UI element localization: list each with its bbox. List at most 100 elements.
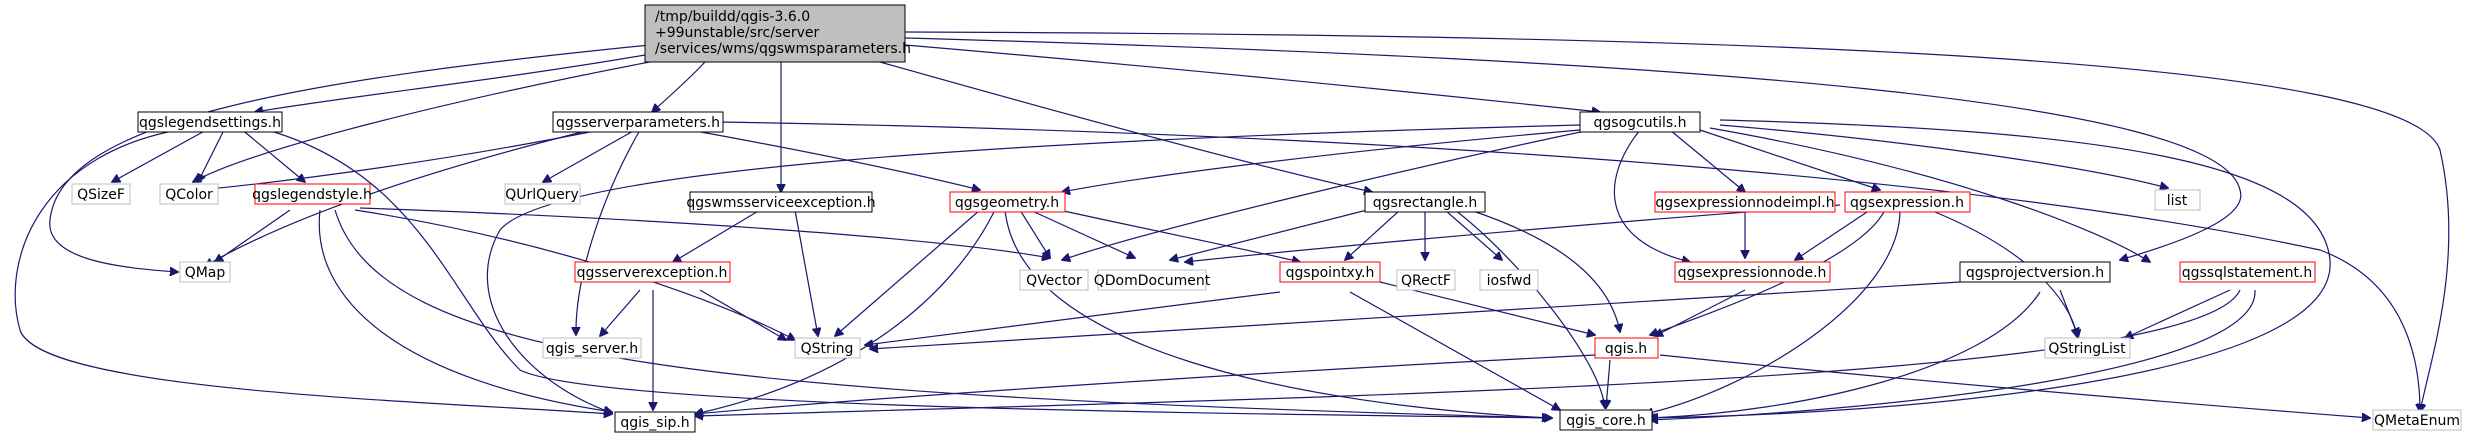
dependency-edges xyxy=(14,31,2450,420)
node-qcolor[interactable]: QColor xyxy=(159,183,219,205)
svg-text:QColor: QColor xyxy=(165,187,213,203)
node-qgssqlstatement[interactable]: qgssqlstatement.h xyxy=(2179,261,2316,283)
node-qgsogcutils[interactable]: qgsogcutils.h xyxy=(1579,111,1701,133)
svg-text:qgsogcutils.h: qgsogcutils.h xyxy=(1594,115,1687,131)
node-qvector[interactable]: QVector xyxy=(1019,269,1089,291)
edge-root-qmetaenum xyxy=(904,31,2450,412)
node-qgis-sip[interactable]: qgis_sip.h xyxy=(614,411,696,433)
svg-text:qgis_core.h: qgis_core.h xyxy=(1566,413,1646,429)
edge-root-qgsrectangle xyxy=(879,61,1372,192)
edge-root-qmap xyxy=(49,44,651,272)
node-list[interactable]: list xyxy=(2154,189,2201,211)
edge-legendsettings-qsizef xyxy=(112,127,211,182)
svg-text:qgsgeometry.h: qgsgeometry.h xyxy=(955,195,1059,211)
svg-text:QVector: QVector xyxy=(1026,273,1082,289)
node-qdomdocument[interactable]: QDomDocument xyxy=(1094,269,1211,291)
node-qstring[interactable]: QString xyxy=(794,337,861,359)
node-qsizef[interactable]: QSizeF xyxy=(71,183,131,205)
edge-geometry-qgspointxy xyxy=(1049,207,1300,262)
edge-projectversion-qgis_core xyxy=(1650,291,2041,418)
svg-text:QRectF: QRectF xyxy=(1401,273,1451,289)
svg-text:QMap: QMap xyxy=(185,265,226,281)
node-qgis-core[interactable]: qgis_core.h xyxy=(1559,409,1653,431)
edge-rectangle-qgspointxy xyxy=(1345,209,1401,260)
node-qgswmsserviceexception[interactable]: qgswmsserviceexception.h xyxy=(686,191,876,213)
svg-text:qgis_sip.h: qgis_sip.h xyxy=(620,415,689,431)
edge-geometry-qstring xyxy=(835,209,981,336)
edge-geometry-qvector xyxy=(1019,209,1050,258)
edge-ogcutils-qvector xyxy=(1062,129,1591,260)
edge-rectangle-qgis_core xyxy=(1454,209,1605,408)
edge-root-qgslegendsettings xyxy=(255,54,646,112)
root-node-line1: /tmp/buildd/qgis-3.6.0 xyxy=(655,9,810,25)
node-qgsserverexception[interactable]: qgsserverexception.h xyxy=(574,261,731,283)
edge-rectangle-qdomdocument xyxy=(1170,207,1376,260)
edge-serverparameters-qgsgeometry xyxy=(689,129,980,190)
node-iosfwd[interactable]: iosfwd xyxy=(1479,269,1539,291)
edge-legendstyle-qgis_core xyxy=(334,209,1552,418)
edge-projectversion-qstring xyxy=(870,281,1961,349)
edge-legendstyle-qmap xyxy=(215,209,291,262)
edge-ogcutils-qgsgeometry xyxy=(1062,129,1581,192)
node-qgsexpressionnode[interactable]: qgsexpressionnode.h xyxy=(1674,261,1831,283)
node-qgis[interactable]: qgis.h xyxy=(1594,337,1659,359)
edge-legendstyle-qdomdocument xyxy=(359,207,1050,258)
edge-legendstyle-qgis_sip xyxy=(318,209,612,412)
edge-pointxy-qgis_core xyxy=(1349,291,1560,410)
node-qgsgeometry[interactable]: qgsgeometry.h xyxy=(949,191,1066,213)
edge-qgis-qgis_core xyxy=(1606,359,1610,408)
edge-sqlstatement-qgis_sip xyxy=(695,289,2241,416)
edge-qgis-qgis_sip xyxy=(695,354,1596,414)
node-qgspointxy[interactable]: qgspointxy.h xyxy=(1279,261,1381,283)
edge-ogcutils-qgsexpressionnodeimpl xyxy=(1669,129,1745,192)
node-qgsrectangle[interactable]: qgsrectangle.h xyxy=(1364,191,1486,213)
edge-root-qcolor xyxy=(193,59,661,182)
node-qgslegendstyle[interactable]: qgslegendstyle.h xyxy=(252,183,372,205)
node-qmetaenum[interactable]: QMetaEnum xyxy=(2372,409,2462,431)
node-qgsexpressionnodeimpl[interactable]: qgsexpressionnodeimpl.h xyxy=(1654,191,1836,213)
edge-legendsettings-qgis_core xyxy=(259,127,1552,418)
node-qgsexpression[interactable]: qgsexpression.h xyxy=(1844,191,1971,213)
node-qgis-server[interactable]: qgis_server.h xyxy=(542,337,642,359)
edge-serverparameters-qcolor xyxy=(200,129,601,190)
edge-pointxy-qstring xyxy=(865,291,1281,345)
svg-text:iosfwd: iosfwd xyxy=(1487,273,1532,289)
svg-text:qgspointxy.h: qgspointxy.h xyxy=(1286,265,1375,281)
edge-ogcutils-qgis_core xyxy=(1648,119,2331,418)
svg-text:qgsexpressionnodeimpl.h: qgsexpressionnodeimpl.h xyxy=(1655,195,1834,211)
edge-sqlstatement-qstringlist xyxy=(2125,289,2231,338)
edge-pointxy-qgis xyxy=(1379,281,1595,335)
edge-wmsserviceexception-qgsserverexception xyxy=(673,209,761,262)
edge-ogcutils-qgis_sip xyxy=(486,124,1581,413)
edge-ogcutils-list xyxy=(1719,124,2168,188)
root-node: /tmp/buildd/qgis-3.6.0 +99unstable/src/s… xyxy=(644,4,911,63)
edge-ogcutils-qgsexpressionnode xyxy=(1613,129,1690,262)
edge-expression-qgsexpressionnode xyxy=(1795,209,1871,260)
node-qurlquery[interactable]: QUrlQuery xyxy=(504,183,581,205)
edge-geometry-qgis_core xyxy=(1004,209,1550,418)
edge-geometry-qdomdocument xyxy=(1029,209,1135,258)
edge-serverexception-qgis_server xyxy=(600,289,641,336)
svg-text:qgsserverexception.h: qgsserverexception.h xyxy=(577,265,728,281)
node-qgsprojectversion[interactable]: qgsprojectversion.h xyxy=(1959,261,2111,283)
edge-projectversion-qstringlist xyxy=(2059,289,2078,336)
svg-text:qgsexpressionnode.h: qgsexpressionnode.h xyxy=(1678,265,1827,281)
svg-text:QStringList: QStringList xyxy=(2048,341,2126,357)
dependency-nodes: /tmp/buildd/qgis-3.6.0 +99unstable/src/s… xyxy=(71,4,2462,433)
node-qgsserverparameters[interactable]: qgsserverparameters.h xyxy=(552,111,724,133)
svg-text:qgssqlstatement.h: qgssqlstatement.h xyxy=(2182,265,2313,281)
edge-serverexception-qstring xyxy=(699,289,786,340)
edge-legendsettings-qgis_sip xyxy=(14,127,612,414)
node-qstringlist[interactable]: QStringList xyxy=(2044,337,2131,359)
edge-legendsettings-qcolor xyxy=(198,127,226,182)
node-qrectf[interactable]: QRectF xyxy=(1396,269,1456,291)
edge-sqlstatement-qgis_core xyxy=(1650,289,2256,420)
svg-text:QMetaEnum: QMetaEnum xyxy=(2374,413,2460,429)
edge-serverparameters-qurlquery xyxy=(543,129,636,182)
node-qgslegendsettings[interactable]: qgslegendsettings.h xyxy=(137,111,283,133)
edge-expression-qdomdocument xyxy=(1185,204,1841,262)
svg-text:qgsserverparameters.h: qgsserverparameters.h xyxy=(556,115,720,131)
node-qmap[interactable]: QMap xyxy=(179,261,231,283)
edge-qgis-qmetaenum xyxy=(1659,354,2370,418)
